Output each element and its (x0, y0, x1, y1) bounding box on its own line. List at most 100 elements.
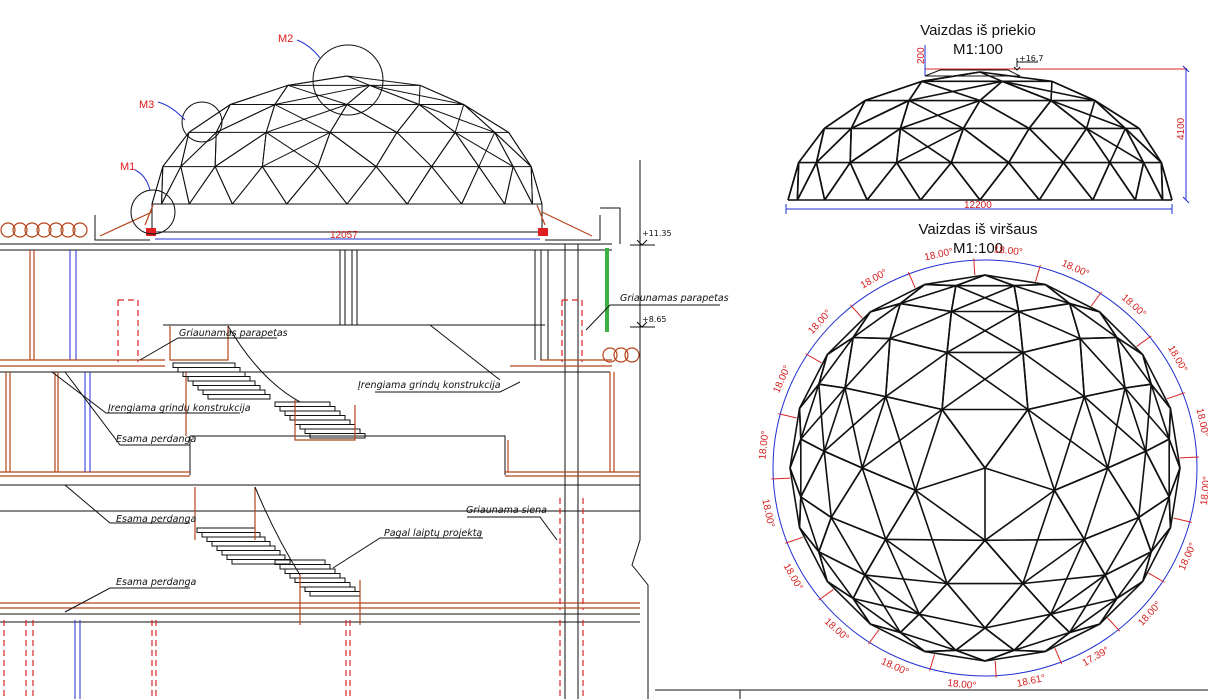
dome-strut (1062, 127, 1088, 164)
detail-circle-m1[interactable] (130, 189, 176, 235)
dome-strut (885, 538, 986, 542)
angle-label: 18.00° (947, 678, 977, 692)
dome-strut (984, 538, 1085, 542)
dome-strut (984, 582, 1024, 629)
dome-strut (899, 283, 926, 305)
dome-strut (919, 613, 986, 629)
building-section: 12057 M1 M2 M3 (0, 33, 729, 699)
dome-strut (900, 99, 981, 130)
dome-strut (870, 623, 901, 634)
dome-strut (1092, 162, 1111, 201)
stair-step (221, 550, 281, 556)
dome-strut (230, 84, 289, 105)
dome-strut (899, 127, 952, 164)
level-11-35: +11.35 (642, 229, 672, 238)
dome-strut (870, 302, 901, 313)
leader-lines (134, 39, 321, 191)
dome-strut (826, 580, 854, 600)
dome-strut (1068, 574, 1106, 633)
dome-strut (941, 409, 986, 469)
dome-strut (1109, 162, 1136, 201)
dome-strut (984, 489, 1055, 541)
dome-strut (1168, 496, 1172, 528)
dome-strut (884, 338, 891, 397)
dome-strut (287, 84, 348, 106)
dome-strut (899, 100, 910, 129)
angle-dimension-arc (772, 259, 1198, 677)
stair-step (196, 527, 256, 533)
dome-strut (1160, 162, 1164, 201)
angle-tick (1148, 572, 1165, 583)
insulation-coil (12, 222, 28, 238)
detail-circle-m2[interactable] (312, 44, 384, 116)
dome-strut (955, 649, 986, 662)
staircases (169, 325, 366, 625)
dome-strut (861, 396, 887, 469)
dome-strut (214, 132, 217, 167)
dome-strut (1150, 383, 1172, 409)
insulation-coil (624, 347, 640, 363)
dome-strut (1069, 302, 1118, 339)
dome-strut (1083, 467, 1109, 540)
dome-strut (161, 166, 182, 205)
dome-strut (798, 527, 828, 582)
dome-strut (896, 127, 964, 164)
dome-strut (1050, 597, 1118, 615)
angle-label: 18.00° (993, 244, 1023, 258)
dim-12200: 12200 (964, 200, 992, 211)
dome-strut (844, 337, 854, 389)
angle-label: 18.00° (879, 656, 910, 678)
dome-strut (924, 650, 986, 662)
dome-strut (844, 387, 886, 398)
angle-tick (1107, 617, 1121, 632)
dome-strut (396, 132, 433, 167)
dome-strut (1044, 623, 1100, 653)
angle-label: 18.00° (759, 498, 776, 529)
dome-strut (286, 166, 319, 205)
dome-strut (800, 383, 820, 440)
dome-strut (1124, 383, 1152, 389)
dome-strut (274, 84, 370, 106)
dome-strut (180, 132, 190, 167)
stair-step (304, 586, 356, 592)
dome-strut (900, 302, 952, 313)
stair-railings (169, 326, 361, 625)
dome-strut (1044, 631, 1071, 653)
dome-strut (900, 284, 957, 305)
dome-strut (955, 627, 986, 651)
dome-strut (984, 274, 1015, 287)
dome-width-dim: 12057 (330, 230, 358, 241)
dome-strut (885, 489, 917, 540)
dome-strut (265, 132, 319, 167)
dome-strut (1050, 574, 1106, 615)
angle-tick (785, 536, 804, 544)
insulation-roll (0, 222, 640, 363)
dome-strut (478, 132, 496, 167)
dome-strut (262, 131, 331, 168)
dome-strut (1168, 438, 1181, 469)
dome-strut (530, 166, 543, 205)
dome-strut (946, 310, 1020, 354)
stair-step (299, 582, 351, 588)
dome-strut (1150, 527, 1172, 553)
dome-strut (1160, 162, 1173, 201)
dome-strut (419, 84, 464, 105)
dome-strut (889, 337, 948, 354)
dome-strut (955, 284, 1019, 313)
dome-strut (1168, 408, 1172, 440)
dome-strut (850, 100, 866, 129)
dome-strut (823, 99, 866, 130)
dome-strut (950, 310, 1024, 354)
note-parapet-right: Griaunamas parapetas (620, 293, 729, 304)
dome-strut (823, 450, 863, 469)
stair-step (202, 389, 266, 395)
top-view-title: Vaizdas iš viršaus (919, 221, 1038, 238)
dome-strut (1107, 467, 1140, 518)
dome-strut (180, 166, 190, 205)
detail-circle-m3[interactable] (181, 101, 223, 143)
dome-strut (908, 80, 1003, 102)
dome-strut (274, 104, 331, 133)
top-view-scale: M1:100 (953, 240, 1003, 257)
dome-strut (375, 132, 398, 167)
dome-strut (818, 551, 829, 582)
